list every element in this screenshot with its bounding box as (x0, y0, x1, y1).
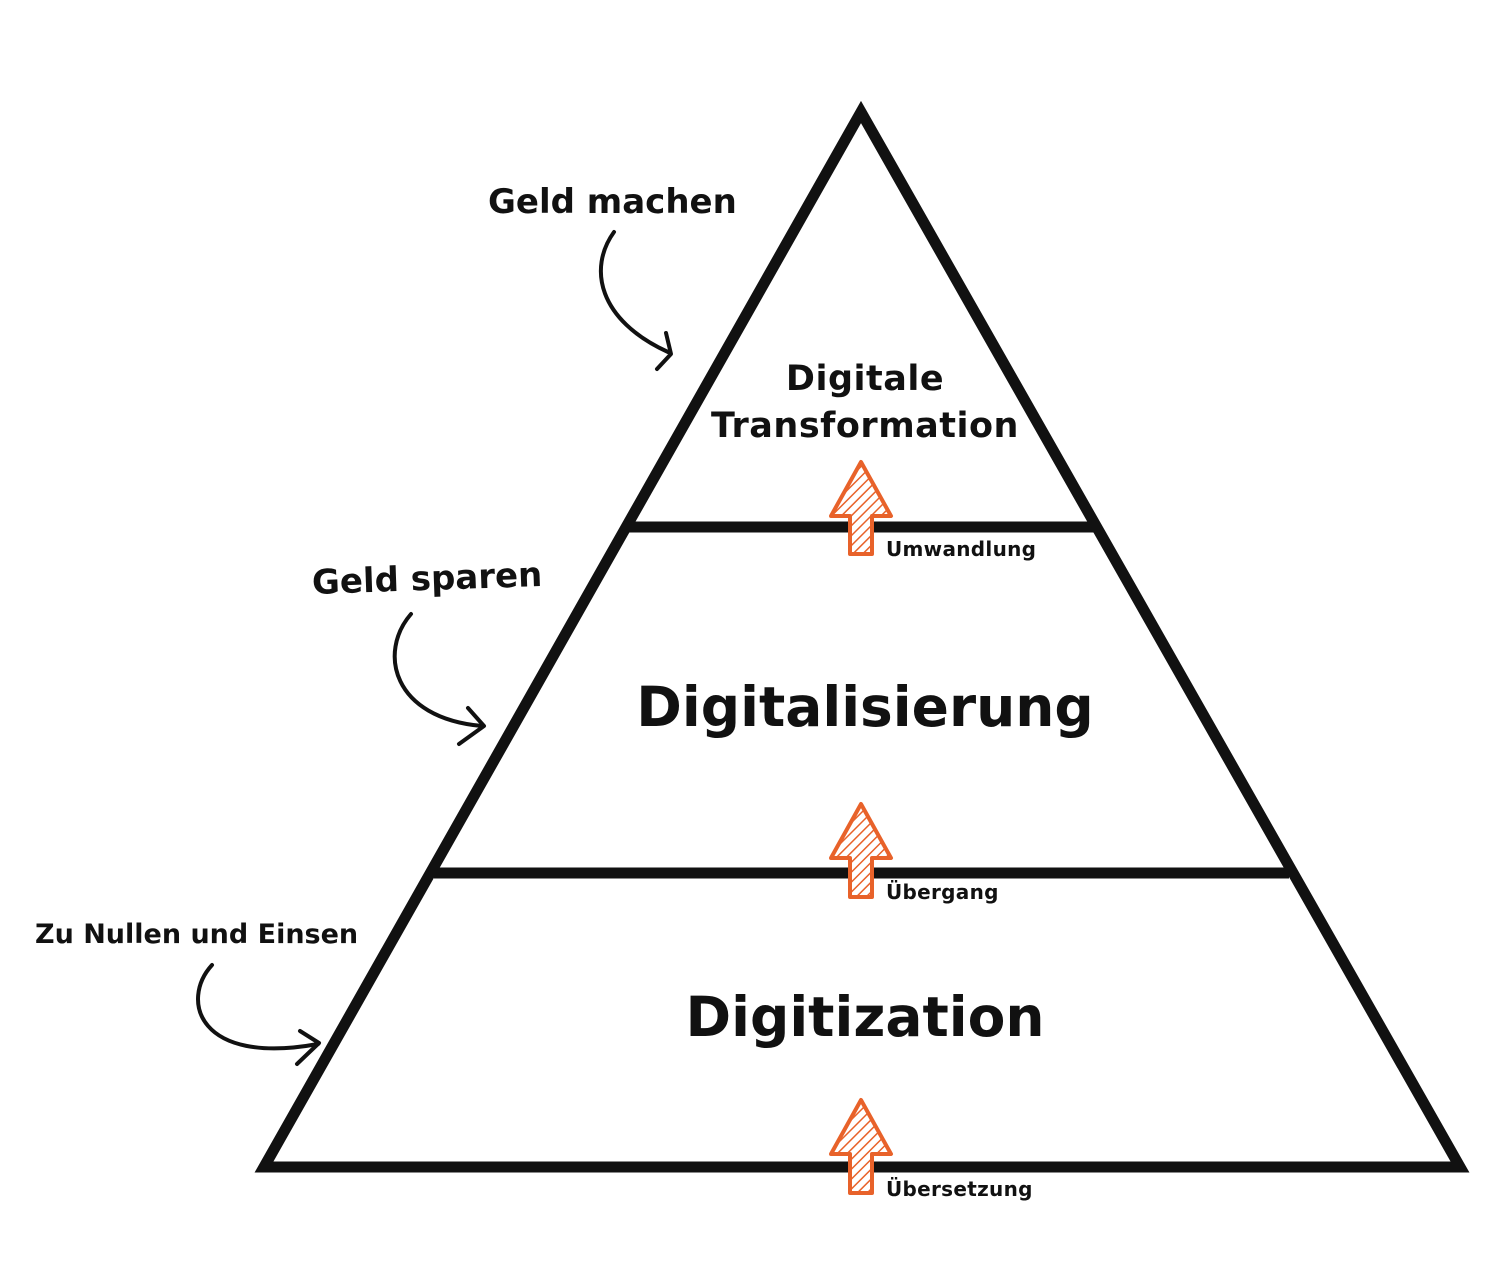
arrow-label-top: Umwandlung (886, 537, 1037, 561)
tier-label-top-line2: Transformation (711, 406, 1019, 447)
orange-arrow-bottom (829, 1098, 893, 1195)
annotation-arrow-top (599, 230, 673, 371)
tier-label-bottom: Digitization (685, 985, 1045, 1049)
annotation-arrow-middle (392, 612, 486, 746)
arrow-label-middle: Übergang (886, 880, 999, 904)
tier-label-top: Digitale Transformation (660, 356, 1070, 451)
tier-label-top-line1: Digitale (785, 359, 945, 399)
orange-arrow-top (829, 460, 893, 556)
annotation-top: Geld machen (488, 182, 737, 222)
annotation-middle: Geld sparen (311, 554, 543, 603)
orange-arrow-middle (829, 802, 893, 899)
arrow-label-bottom: Übersetzung (886, 1177, 1033, 1201)
tier-label-middle: Digitalisierung (636, 675, 1094, 739)
annotation-bottom: Zu Nullen und Einsen (35, 919, 359, 950)
annotation-arrow-bottom (196, 963, 321, 1066)
